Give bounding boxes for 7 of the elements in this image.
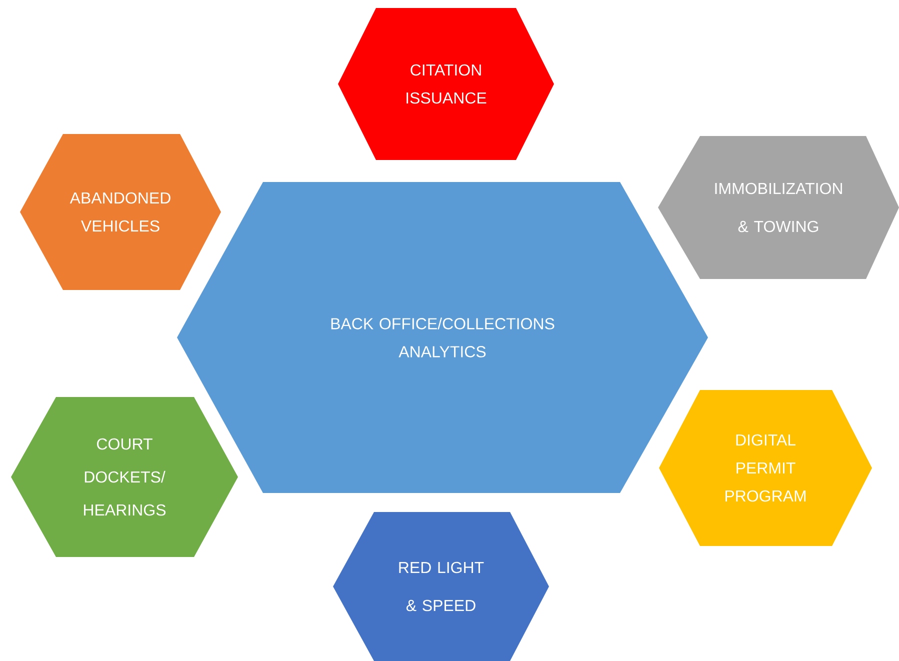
hexagon: COURT DOCKETS/ HEARINGS <box>11 397 238 557</box>
hexagon: CITATION ISSUANCE <box>338 8 554 160</box>
hexagon: ABANDONED VEHICLES <box>20 134 221 290</box>
hexagon: BACK OFFICE/COLLECTIONS ANALYTICS <box>177 182 708 493</box>
hexagon: RED LIGHT & SPEED <box>333 512 549 661</box>
hexagon: DIGITAL PERMIT PROGRAM <box>659 390 872 546</box>
hexagon: IMMOBILIZATION & TOWING <box>658 136 899 279</box>
